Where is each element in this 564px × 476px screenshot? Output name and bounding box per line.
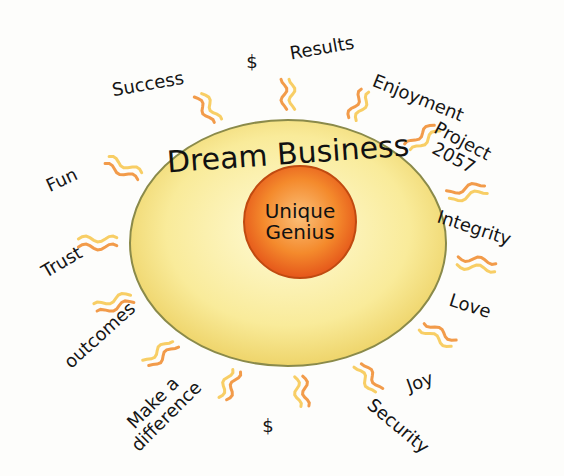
ray-stroke	[109, 157, 142, 173]
ray-stroke	[355, 92, 368, 121]
outer-circle: Dream BusinessUnique Genius	[128, 118, 448, 368]
ray-stroke	[419, 330, 451, 347]
value-word: Fun	[31, 159, 93, 201]
value-word: outcomes	[53, 291, 147, 379]
ray-stroke	[295, 377, 302, 407]
ray-stroke	[354, 367, 376, 392]
ray-stroke	[458, 257, 496, 265]
value-word: $	[253, 417, 283, 436]
ray-stroke	[457, 265, 495, 273]
value-word: Trust	[23, 234, 102, 290]
ray-stroke	[281, 79, 287, 109]
inner-circle: Unique Genius	[242, 164, 358, 280]
ray-stroke	[303, 376, 310, 406]
ray-stroke	[149, 347, 179, 365]
value-word: Joy	[389, 363, 452, 401]
ray-stroke	[202, 94, 222, 119]
ray-stroke	[78, 236, 116, 242]
value-word: Project 2057	[414, 115, 502, 186]
ray-stroke	[449, 191, 487, 201]
core-title: Unique Genius	[250, 201, 350, 243]
value-word: $	[237, 53, 267, 72]
value-word: Results	[266, 29, 378, 67]
value-word: Make a difference	[108, 358, 212, 462]
value-word: Security	[350, 383, 446, 468]
ray-stroke	[219, 370, 233, 398]
value-word: Love	[434, 286, 506, 326]
ray-stroke	[289, 79, 295, 109]
value-word: Enjoyment	[359, 67, 477, 129]
value-word: Success	[87, 64, 208, 103]
ray-stroke	[143, 342, 173, 361]
